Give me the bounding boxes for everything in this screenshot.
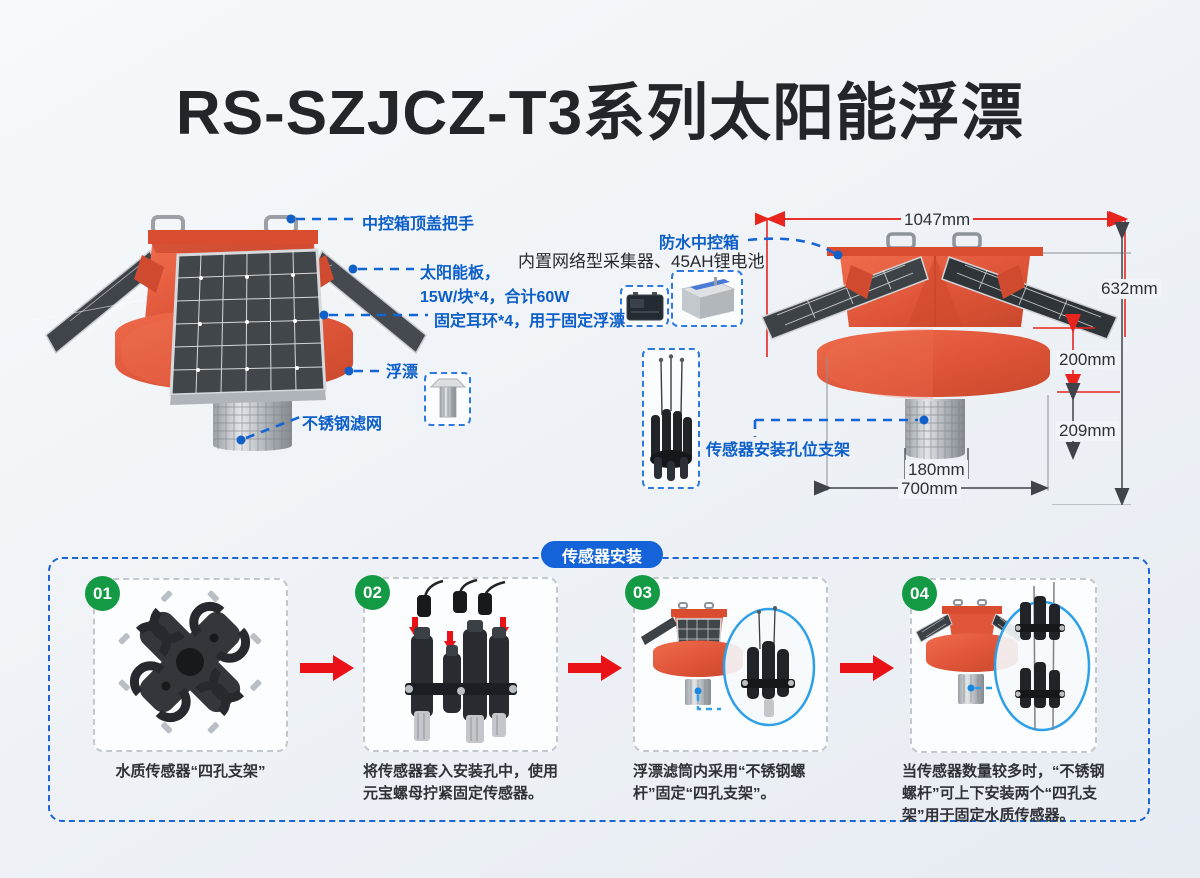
float-double-bracket-image (915, 581, 1091, 732)
dim-overall-width: 1047mm (901, 210, 974, 230)
callout-box-handle: 中控箱顶盖把手 (362, 216, 475, 233)
step2-caption: 将传感器套入安装孔中，使用元宝螺母拧紧固定传感器。 (363, 763, 559, 802)
dim-float-diameter: 700mm (898, 479, 961, 499)
sensor-bracket-thumbnail (642, 348, 700, 489)
page-title: RS-SZJCZ-T3系列太阳能浮漂 (175, 79, 1025, 148)
step1-badge: 01 (85, 576, 120, 611)
step1-caption: 水质传感器“四孔支架” (115, 763, 266, 780)
step4-badge: 04 (902, 576, 937, 611)
step2-image-box (363, 577, 558, 752)
callout-ear-ring: 固定耳环*4，用于固定浮漂 (434, 313, 626, 330)
dim-panel-to-float: 200mm (1056, 350, 1119, 370)
flow-arrow-1 (300, 655, 354, 681)
battery-thumbnail-icon (626, 292, 663, 321)
callout-float: 浮漂 (386, 364, 419, 381)
step2-badge: 02 (355, 575, 390, 610)
step4-image-box (910, 578, 1097, 753)
four-hole-bracket-image (118, 590, 262, 734)
left-float-illustration (30, 215, 427, 451)
step3-badge: 03 (625, 575, 660, 610)
callout-solar-line2: 15W/块*4，合计60W (420, 289, 570, 306)
collector-thumbnail-icon (680, 277, 736, 319)
dim-overall-height: 632mm (1098, 279, 1161, 299)
flow-arrow-3 (840, 655, 894, 681)
step4-caption: 当传感器数量较多时，“不锈钢螺杆”可上下安装两个“四孔支架”用于固定水质传感器。 (902, 763, 1105, 824)
dim-filter-diameter: 180mm (905, 460, 968, 480)
sensor-install-header-badge: 传感器安装 (541, 541, 663, 568)
sensor-bracket-thumbnail-icon (650, 354, 692, 481)
flow-arrow-2 (568, 655, 622, 681)
callout-sensor-bracket: 传感器安装孔位支架 (706, 442, 851, 459)
callout-filter: 不锈钢滤网 (302, 416, 383, 433)
sensors-insert-image (405, 579, 517, 743)
dim-float-to-filter: 209mm (1056, 421, 1119, 441)
filter-thumbnail-icon (429, 378, 466, 418)
step3-image-box (633, 577, 828, 752)
label-builtin-collector: 内置网络型采集器、45AH锂电池 (518, 252, 765, 271)
callout-solar-line1: 太阳能板， (420, 265, 501, 282)
float-with-bracket-image (641, 602, 816, 727)
battery-thumbnail (620, 285, 669, 327)
step3-caption: 浮漂滤筒内采用“不锈钢螺杆”固定“四孔支架”。 (633, 763, 806, 802)
step1-image-box (93, 578, 288, 752)
collector-thumbnail (671, 270, 743, 327)
callout-waterproof-box: 防水中控箱 (659, 235, 740, 252)
filter-thumbnail (424, 372, 471, 426)
